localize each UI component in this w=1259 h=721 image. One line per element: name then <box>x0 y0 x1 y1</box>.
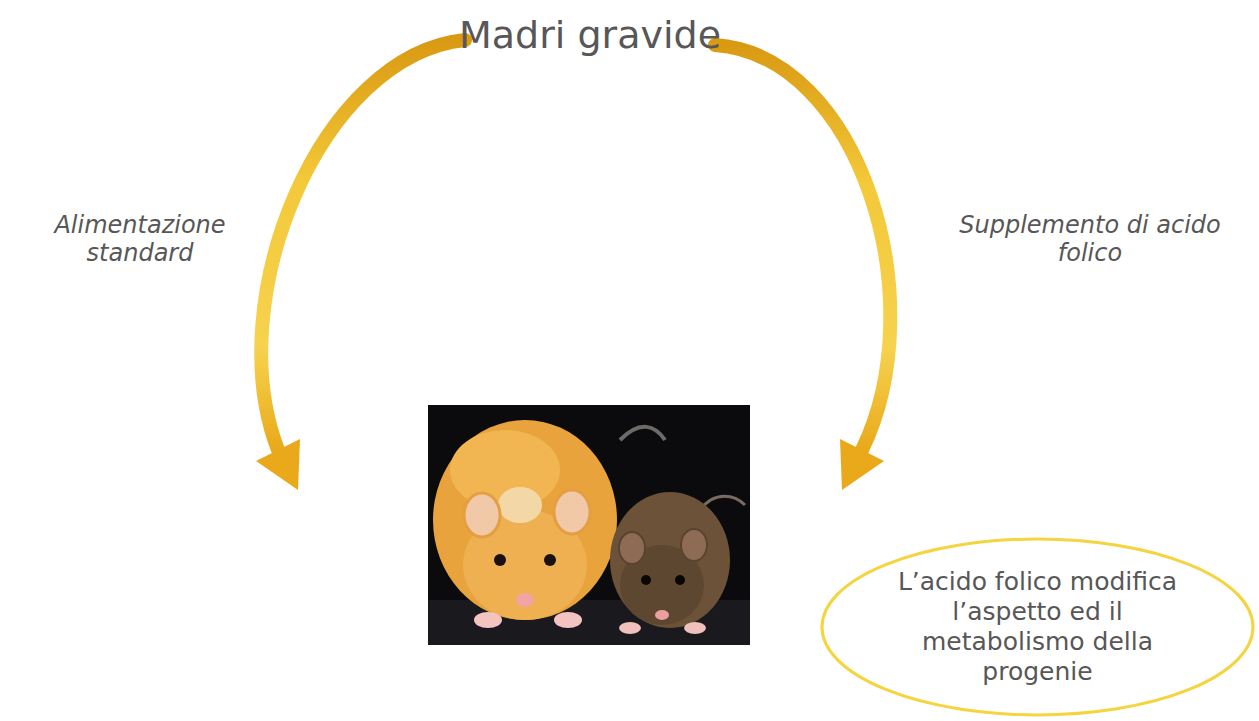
photo-ground <box>428 405 750 645</box>
mouse-paw <box>684 622 706 634</box>
arrow-head <box>840 439 884 490</box>
mouse-ear <box>681 529 707 561</box>
mouse-eye <box>544 554 556 566</box>
agouti-mouse <box>610 492 745 634</box>
mice-photo <box>428 405 750 645</box>
arrow-label: Alimentazione standard <box>15 212 265 267</box>
ellipse-shape <box>822 539 1253 715</box>
arrow-label: Supplemento di acido folico <box>930 212 1250 267</box>
mouse-paw <box>554 612 582 628</box>
mouse-ear <box>464 493 500 537</box>
mouse-eye <box>641 575 651 585</box>
mouse-paw <box>474 612 502 628</box>
mouse-body <box>610 492 730 628</box>
mouse-nose <box>516 593 534 607</box>
mouse-eye <box>494 554 506 566</box>
mouse-body <box>433 420 617 620</box>
curved-arrow <box>715 45 890 450</box>
node-text: L’acido folico modifica l’aspetto ed il … <box>893 567 1183 687</box>
mouse-ear <box>619 532 645 564</box>
mouse-paw <box>619 622 641 634</box>
top-label: Madri gravide <box>430 14 750 58</box>
mouse-tail <box>620 427 665 440</box>
result-ellipse: L’acido folico modifica l’aspetto ed il … <box>820 537 1255 717</box>
arrow-head <box>256 439 300 490</box>
curved-arrow <box>261 40 465 450</box>
mouse-ear <box>554 490 590 534</box>
mouse-patch <box>498 487 542 523</box>
mouse-nose <box>655 610 669 620</box>
mouse-eye <box>675 575 685 585</box>
